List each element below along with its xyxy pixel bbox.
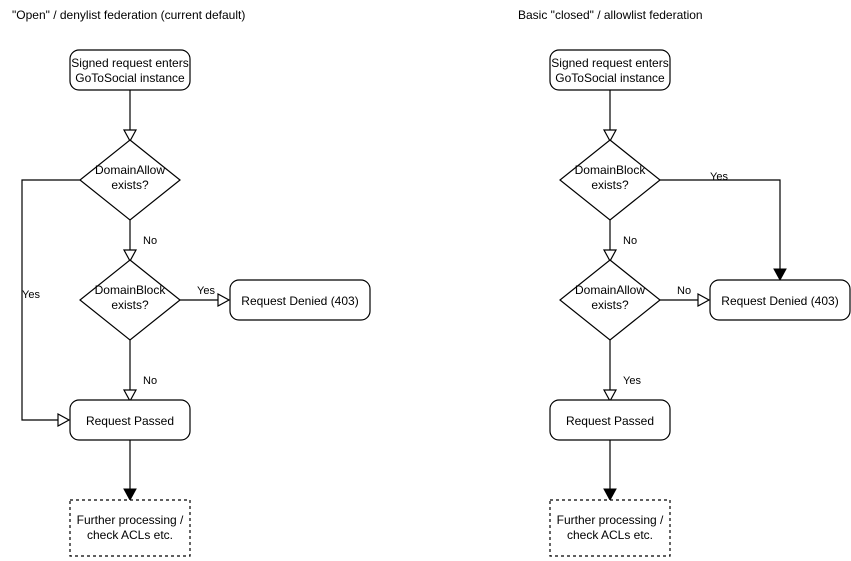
- edge-passed-to-further-open: [123, 440, 137, 502]
- edge-label-domainblock-no-closed: No: [623, 235, 637, 247]
- node-request-passed-open[interactable]: Request Passed: [69, 399, 191, 441]
- request-denied-label-open: Request Denied (403): [241, 294, 358, 308]
- domainallow-label-line2-closed: exists?: [591, 298, 629, 312]
- request-passed-label-open: Request Passed: [86, 414, 174, 428]
- node-decision-domainblock-closed[interactable]: DomainBlock exists?: [559, 139, 661, 221]
- request-denied-label-closed: Request Denied (403): [721, 294, 838, 308]
- node-decision-domainallow-closed[interactable]: DomainAllow exists?: [559, 259, 661, 341]
- node-entry-open[interactable]: Signed request enters GoToSocial instanc…: [69, 49, 191, 91]
- edge-domainblock-no-open: No: [122, 340, 157, 403]
- arrowhead-open-icon: [57, 412, 71, 428]
- edge-entry-to-domainblock-closed: [602, 90, 618, 143]
- node-decision-domainallow-open[interactable]: DomainAllow exists?: [79, 139, 181, 221]
- edge-domainallow-yes-closed: Yes: [602, 340, 641, 403]
- domainallow-label-line1-closed: DomainAllow: [575, 283, 645, 297]
- arrowhead-open-icon: [122, 129, 138, 143]
- column-title-open: "Open" / denylist federation (current de…: [12, 8, 245, 22]
- arrowhead-open-icon: [217, 292, 231, 308]
- arrowhead-open-icon: [697, 292, 711, 308]
- domainallow-label-line1-open: DomainAllow: [95, 163, 165, 177]
- arrowhead-open-icon: [122, 389, 138, 403]
- further-processing-line2-closed: check ACLs etc.: [567, 528, 653, 542]
- edge-label-domainblock-yes-open: Yes: [197, 285, 215, 297]
- further-processing-line1-open: Further processing /: [77, 513, 184, 527]
- further-processing-box-shape-closed: [549, 499, 671, 557]
- column-open-denylist: "Open" / denylist federation (current de…: [12, 8, 371, 557]
- arrowhead-open-icon: [602, 129, 618, 143]
- domainblock-label-line2-open: exists?: [111, 298, 149, 312]
- edge-domainallow-no-closed: No: [660, 285, 711, 308]
- column-title-closed: Basic "closed" / allowlist federation: [518, 8, 703, 22]
- edge-label-domainallow-no-open: No: [143, 235, 157, 247]
- edge-domainallow-yes-open: Yes: [21, 179, 80, 428]
- node-further-processing-closed[interactable]: Further processing / check ACLs etc.: [549, 499, 671, 557]
- arrowhead-open-icon: [122, 249, 138, 263]
- domainblock-label-line1-open: DomainBlock: [95, 283, 167, 297]
- domainallow-label-line2-open: exists?: [111, 178, 149, 192]
- edge-domainallow-no-open: No: [122, 220, 157, 263]
- further-processing-line2-open: check ACLs etc.: [87, 528, 173, 542]
- edge-label-domainallow-yes-open: Yes: [22, 289, 40, 301]
- edge-label-domainallow-yes-closed: Yes: [623, 375, 641, 387]
- further-processing-box-shape-open: [69, 499, 191, 557]
- node-decision-domainblock-open[interactable]: DomainBlock exists?: [79, 259, 181, 341]
- request-denied-box-shape-open: [229, 279, 371, 321]
- node-request-denied-open[interactable]: Request Denied (403): [229, 279, 371, 321]
- arrowhead-open-icon: [602, 249, 618, 263]
- edge-domainblock-no-closed: No: [602, 220, 637, 263]
- arrowhead-filled-icon: [773, 268, 787, 282]
- request-denied-box-shape-closed: [709, 279, 851, 321]
- arrowhead-filled-icon: [123, 488, 137, 502]
- further-processing-line1-closed: Further processing /: [557, 513, 664, 527]
- entry-box-line2-open: GoToSocial instance: [75, 71, 185, 85]
- node-entry-closed[interactable]: Signed request enters GoToSocial instanc…: [549, 49, 671, 91]
- edge-label-domainallow-no-closed: No: [677, 285, 691, 297]
- arrowhead-open-icon: [602, 389, 618, 403]
- request-passed-label-closed: Request Passed: [566, 414, 654, 428]
- arrowhead-filled-icon: [603, 488, 617, 502]
- node-request-passed-closed[interactable]: Request Passed: [549, 399, 671, 441]
- domainblock-label-line2-closed: exists?: [591, 178, 629, 192]
- entry-box-line2-closed: GoToSocial instance: [555, 71, 665, 85]
- edge-domainblock-yes-closed: Yes: [660, 171, 787, 282]
- node-further-processing-open[interactable]: Further processing / check ACLs etc.: [69, 499, 191, 557]
- entry-box-line1-closed: Signed request enters: [551, 56, 668, 70]
- edge-domainblock-yes-open: Yes: [180, 285, 231, 308]
- edge-label-domainblock-no-open: No: [143, 375, 157, 387]
- edge-label-domainblock-yes-closed: Yes: [710, 171, 728, 183]
- edge-passed-to-further-closed: [603, 440, 617, 502]
- node-request-denied-closed[interactable]: Request Denied (403): [709, 279, 851, 321]
- edge-entry-to-domainallow-open: [122, 90, 138, 143]
- domainblock-label-line1-closed: DomainBlock: [575, 163, 647, 177]
- column-closed-allowlist: Basic "closed" / allowlist federation Si…: [518, 8, 851, 557]
- entry-box-line1-open: Signed request enters: [71, 56, 188, 70]
